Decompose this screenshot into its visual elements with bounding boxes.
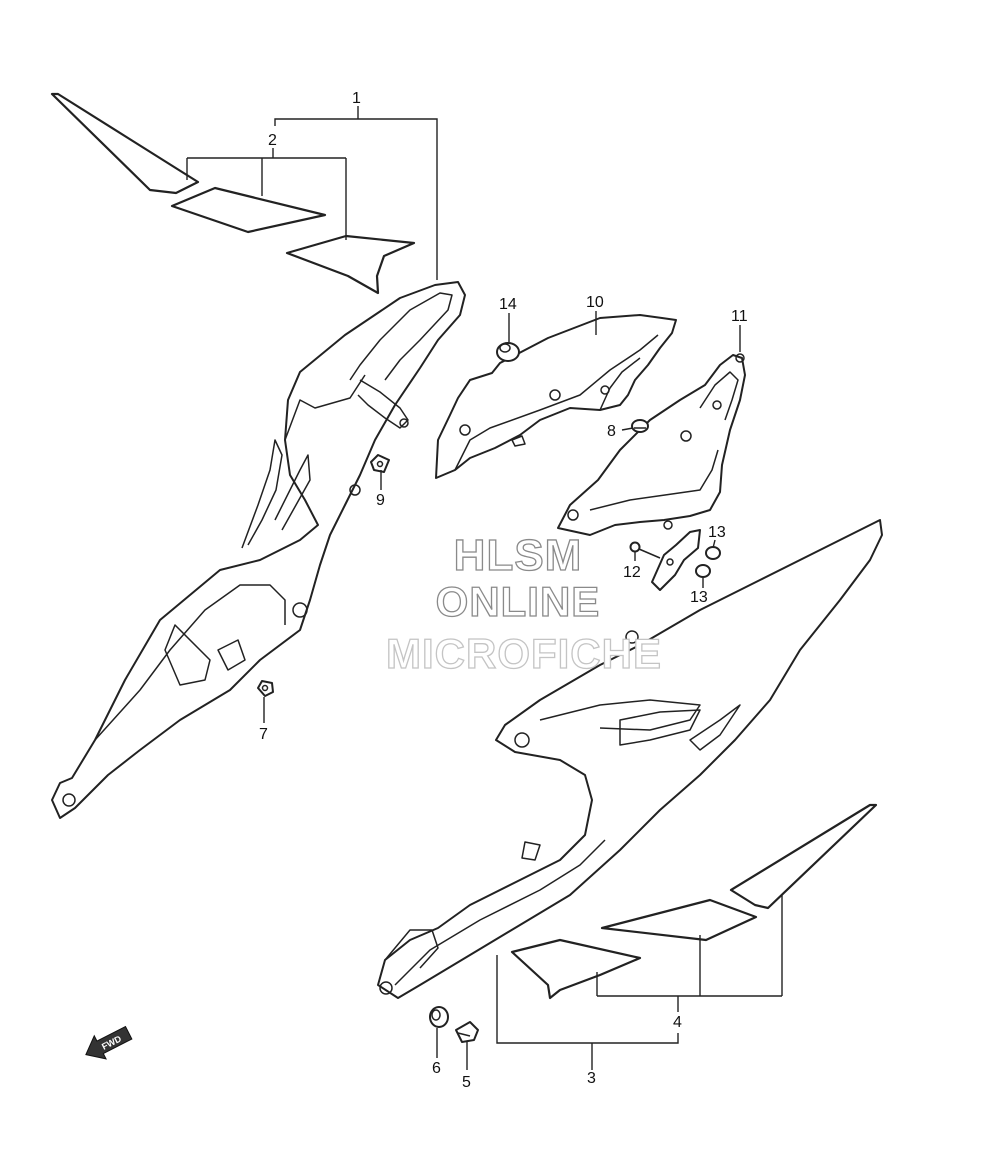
callout-14: 14 xyxy=(499,296,517,313)
watermark-line-3: MICROFICHE xyxy=(386,630,662,677)
callout-13-lower: 13 xyxy=(690,589,708,606)
left-cover-mount-hole-4 xyxy=(399,418,409,428)
screw-5 xyxy=(455,1021,479,1043)
inner-cover-11 xyxy=(557,353,746,536)
fwd-arrow-icon: FWD xyxy=(85,1025,133,1060)
callout-13-upper: 13 xyxy=(708,524,726,541)
small-bracket xyxy=(651,520,701,591)
screw-12 xyxy=(629,541,661,559)
leader-lines xyxy=(186,106,783,1070)
callout-8: 8 xyxy=(607,423,616,440)
decal-right-middle xyxy=(600,898,758,942)
left-cover-body xyxy=(51,281,466,819)
decal-right-stripe xyxy=(729,803,878,910)
callout-9: 9 xyxy=(376,492,385,509)
callout-10: 10 xyxy=(586,294,604,311)
clip-nut-9 xyxy=(370,454,390,473)
left-cover-inner-edge xyxy=(94,584,286,741)
inner-cover-10-body xyxy=(435,314,677,479)
left-cover-inner-slot xyxy=(164,624,211,686)
callout-11: 11 xyxy=(731,308,748,325)
callout-5: 5 xyxy=(462,1074,471,1091)
right-side-cover xyxy=(377,519,883,999)
decal-set-left xyxy=(50,92,416,295)
callout-labels: 1 2 3 4 5 6 7 8 9 10 11 12 13 13 14 xyxy=(259,90,748,1091)
left-cover-top-panel xyxy=(284,374,366,441)
left-cover-mount-hole-2 xyxy=(349,484,361,496)
inner-cover-10 xyxy=(435,314,677,479)
left-side-cover xyxy=(51,281,466,819)
decal-left-rear xyxy=(285,234,416,295)
screw-13-upper xyxy=(705,546,721,560)
callout-2: 2 xyxy=(268,132,277,149)
grommet-14 xyxy=(496,342,520,362)
callout-6: 6 xyxy=(432,1060,441,1077)
decal-left-stripe xyxy=(50,92,200,195)
screw-8 xyxy=(631,419,649,433)
decal-right-front xyxy=(510,938,642,1000)
callout-1: 1 xyxy=(352,90,361,107)
left-cover-tab xyxy=(217,639,246,671)
callout-3: 3 xyxy=(587,1070,596,1087)
right-cover-body xyxy=(377,519,883,999)
left-cover-styling-line-2 xyxy=(274,454,311,531)
watermark: HLSM ONLINE MICROFICHE xyxy=(385,530,662,677)
callout-7: 7 xyxy=(259,726,268,743)
left-cover-bracket xyxy=(357,379,409,429)
left-cover-mount-hole xyxy=(292,602,308,618)
grommet-6 xyxy=(429,1006,449,1028)
callout-12: 12 xyxy=(623,564,641,581)
grommet-7 xyxy=(257,680,274,697)
watermark-line-2: ONLINE xyxy=(436,578,601,625)
decal-set-right xyxy=(510,803,878,1000)
watermark-line-1: HLSM xyxy=(454,531,583,580)
screw-13-lower xyxy=(695,564,711,578)
left-cover-styling-line xyxy=(241,439,283,549)
left-cover-mount-hole-3 xyxy=(62,793,76,807)
decal-left-middle xyxy=(170,186,327,234)
callout-4: 4 xyxy=(673,1014,682,1031)
left-cover-frame-rail xyxy=(349,292,453,381)
